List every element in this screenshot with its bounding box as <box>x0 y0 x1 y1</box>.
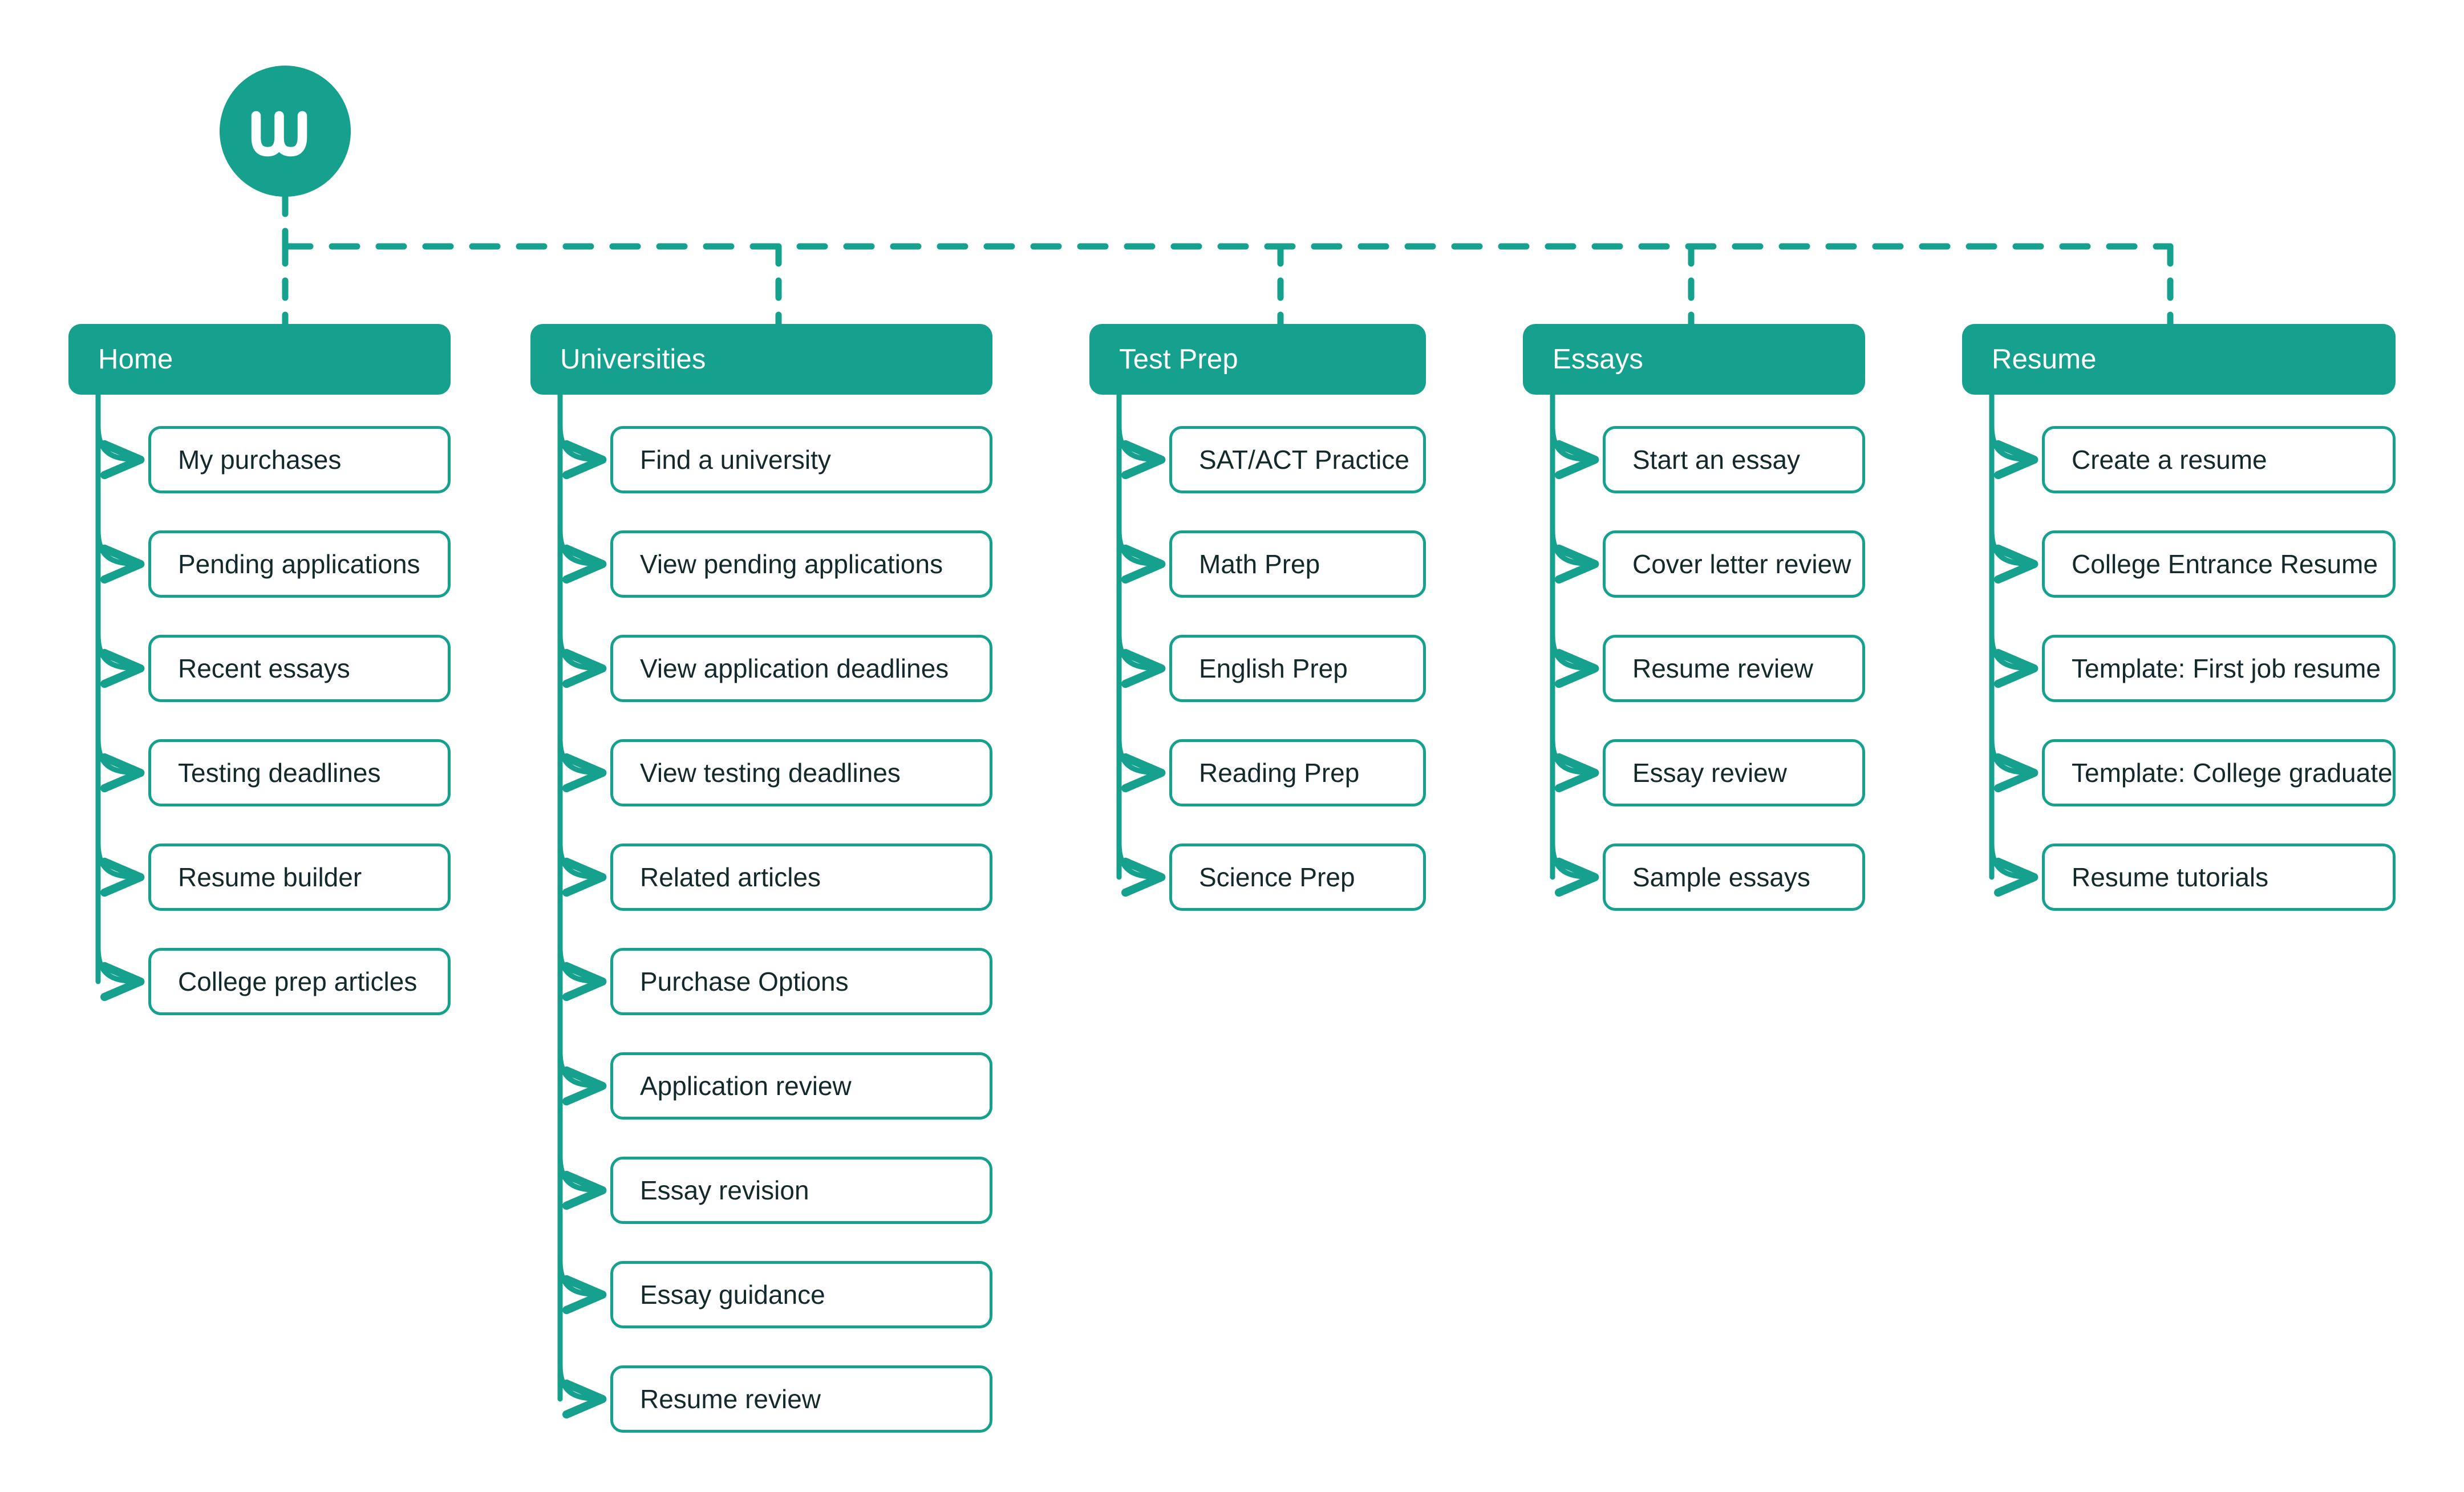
sitemap-node[interactable]: Start an essay <box>1603 426 1865 493</box>
sitemap-node[interactable]: Science Prep <box>1169 844 1426 911</box>
sitemap-node-label: Find a university <box>640 445 831 475</box>
sitemap-node[interactable]: English Prep <box>1169 635 1426 702</box>
column-header-essays[interactable]: Essays <box>1523 324 1865 395</box>
sitemap-node-label: Resume tutorials <box>2072 862 2269 892</box>
sitemap-node[interactable]: Recent essays <box>148 635 451 702</box>
sitemap-node-label: Template: College graduate <box>2072 758 2393 788</box>
sitemap-node-label: Science Prep <box>1199 862 1355 892</box>
sitemap-node[interactable]: Essay revision <box>610 1157 992 1224</box>
sitemap-node-label: Math Prep <box>1199 549 1320 579</box>
sitemap-node-label: Sample essays <box>1632 862 1810 892</box>
sitemap-node[interactable]: Purchase Options <box>610 948 992 1015</box>
column-header-label: Resume <box>1992 343 2097 375</box>
sitemap-node[interactable]: Reading Prep <box>1169 739 1426 806</box>
column-header-home[interactable]: Home <box>68 324 451 395</box>
sitemap-node-label: College prep articles <box>178 967 418 996</box>
column-header-label: Test Prep <box>1119 343 1238 375</box>
sitemap-node[interactable]: SAT/ACT Practice <box>1169 426 1426 493</box>
sitemap-node-label: Application review <box>640 1071 852 1101</box>
sitemap-node-label: Reading Prep <box>1199 758 1360 788</box>
column-header-label: Universities <box>560 343 706 375</box>
sitemap-node[interactable]: Sample essays <box>1603 844 1865 911</box>
sitemap-node[interactable]: College Entrance Resume <box>2042 530 2396 598</box>
sitemap-node-label: Testing deadlines <box>178 758 381 788</box>
sitemap-node[interactable]: Resume review <box>610 1365 992 1433</box>
sitemap-node-label: Cover letter review <box>1632 549 1851 579</box>
sitemap-node-label: View testing deadlines <box>640 758 901 788</box>
sitemap-node[interactable]: View testing deadlines <box>610 739 992 806</box>
sitemap-node[interactable]: Math Prep <box>1169 530 1426 598</box>
sitemap-node[interactable]: Create a resume <box>2042 426 2396 493</box>
sitemap-node[interactable]: Find a university <box>610 426 992 493</box>
column-header-resume[interactable]: Resume <box>1962 324 2396 395</box>
sitemap-node-label: English Prep <box>1199 654 1348 683</box>
sitemap-node-label: Essay revision <box>640 1175 809 1205</box>
sitemap-node[interactable]: Resume tutorials <box>2042 844 2396 911</box>
sitemap-node-label: Create a resume <box>2072 445 2267 475</box>
sitemap-node[interactable]: Cover letter review <box>1603 530 1865 598</box>
sitemap-node-label: Pending applications <box>178 549 420 579</box>
sitemap-node-label: Template: First job resume <box>2072 654 2381 683</box>
column-header-test-prep[interactable]: Test Prep <box>1089 324 1426 395</box>
sitemap-node[interactable]: Resume review <box>1603 635 1865 702</box>
sitemap-node-label: View pending applications <box>640 549 943 579</box>
sitemap-node-label: View application deadlines <box>640 654 949 683</box>
sitemap-node[interactable]: Application review <box>610 1052 992 1120</box>
sitemap-node-label: My purchases <box>178 445 342 475</box>
sitemap-node[interactable]: Essay review <box>1603 739 1865 806</box>
sitemap-node[interactable]: Template: First job resume <box>2042 635 2396 702</box>
sitemap-node-label: SAT/ACT Practice <box>1199 445 1409 475</box>
sitemap-node-label: College Entrance Resume <box>2072 549 2378 579</box>
logo-w-icon <box>251 111 307 157</box>
sitemap-node[interactable]: Essay guidance <box>610 1261 992 1328</box>
sitemap-node[interactable]: Resume builder <box>148 844 451 911</box>
sitemap-node[interactable]: College prep articles <box>148 948 451 1015</box>
sitemap-node-label: Related articles <box>640 862 821 892</box>
sitemap-node-label: Resume builder <box>178 862 362 892</box>
sitemap-node-label: Essay review <box>1632 758 1787 788</box>
sitemap-node-label: Start an essay <box>1632 445 1801 475</box>
sitemap-node-label: Recent essays <box>178 654 350 683</box>
root-connectors <box>282 193 2174 327</box>
sitemap-node[interactable]: Related articles <box>610 844 992 911</box>
sitemap-node[interactable]: Template: College graduate <box>2042 739 2396 806</box>
sitemap-node[interactable]: View pending applications <box>610 530 992 598</box>
column-header-universities[interactable]: Universities <box>530 324 992 395</box>
sitemap-node[interactable]: View application deadlines <box>610 635 992 702</box>
sitemap-node[interactable]: My purchases <box>148 426 451 493</box>
column-header-label: Essays <box>1553 343 1644 375</box>
sitemap-node-label: Purchase Options <box>640 967 849 996</box>
sitemap-node[interactable]: Pending applications <box>148 530 451 598</box>
brand-logo <box>220 66 351 197</box>
sitemap-node-label: Resume review <box>1632 654 1813 683</box>
sitemap-node-label: Essay guidance <box>640 1280 825 1309</box>
column-header-label: Home <box>98 343 173 375</box>
sitemap-node-label: Resume review <box>640 1384 821 1414</box>
sitemap-node[interactable]: Testing deadlines <box>148 739 451 806</box>
